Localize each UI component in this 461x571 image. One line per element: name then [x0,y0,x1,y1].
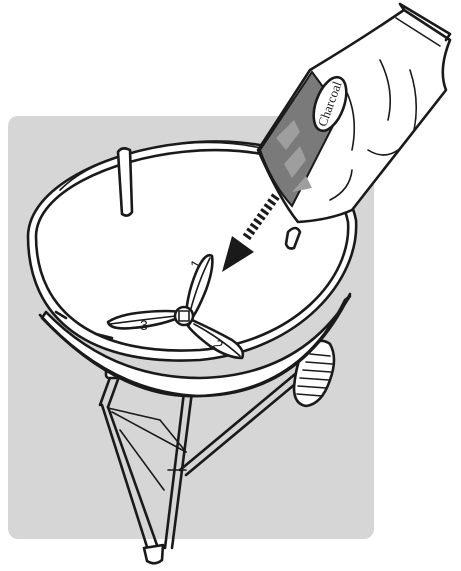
charcoal-bag: Charcoal [258,4,450,222]
grate-number-3: 3 [140,317,148,333]
